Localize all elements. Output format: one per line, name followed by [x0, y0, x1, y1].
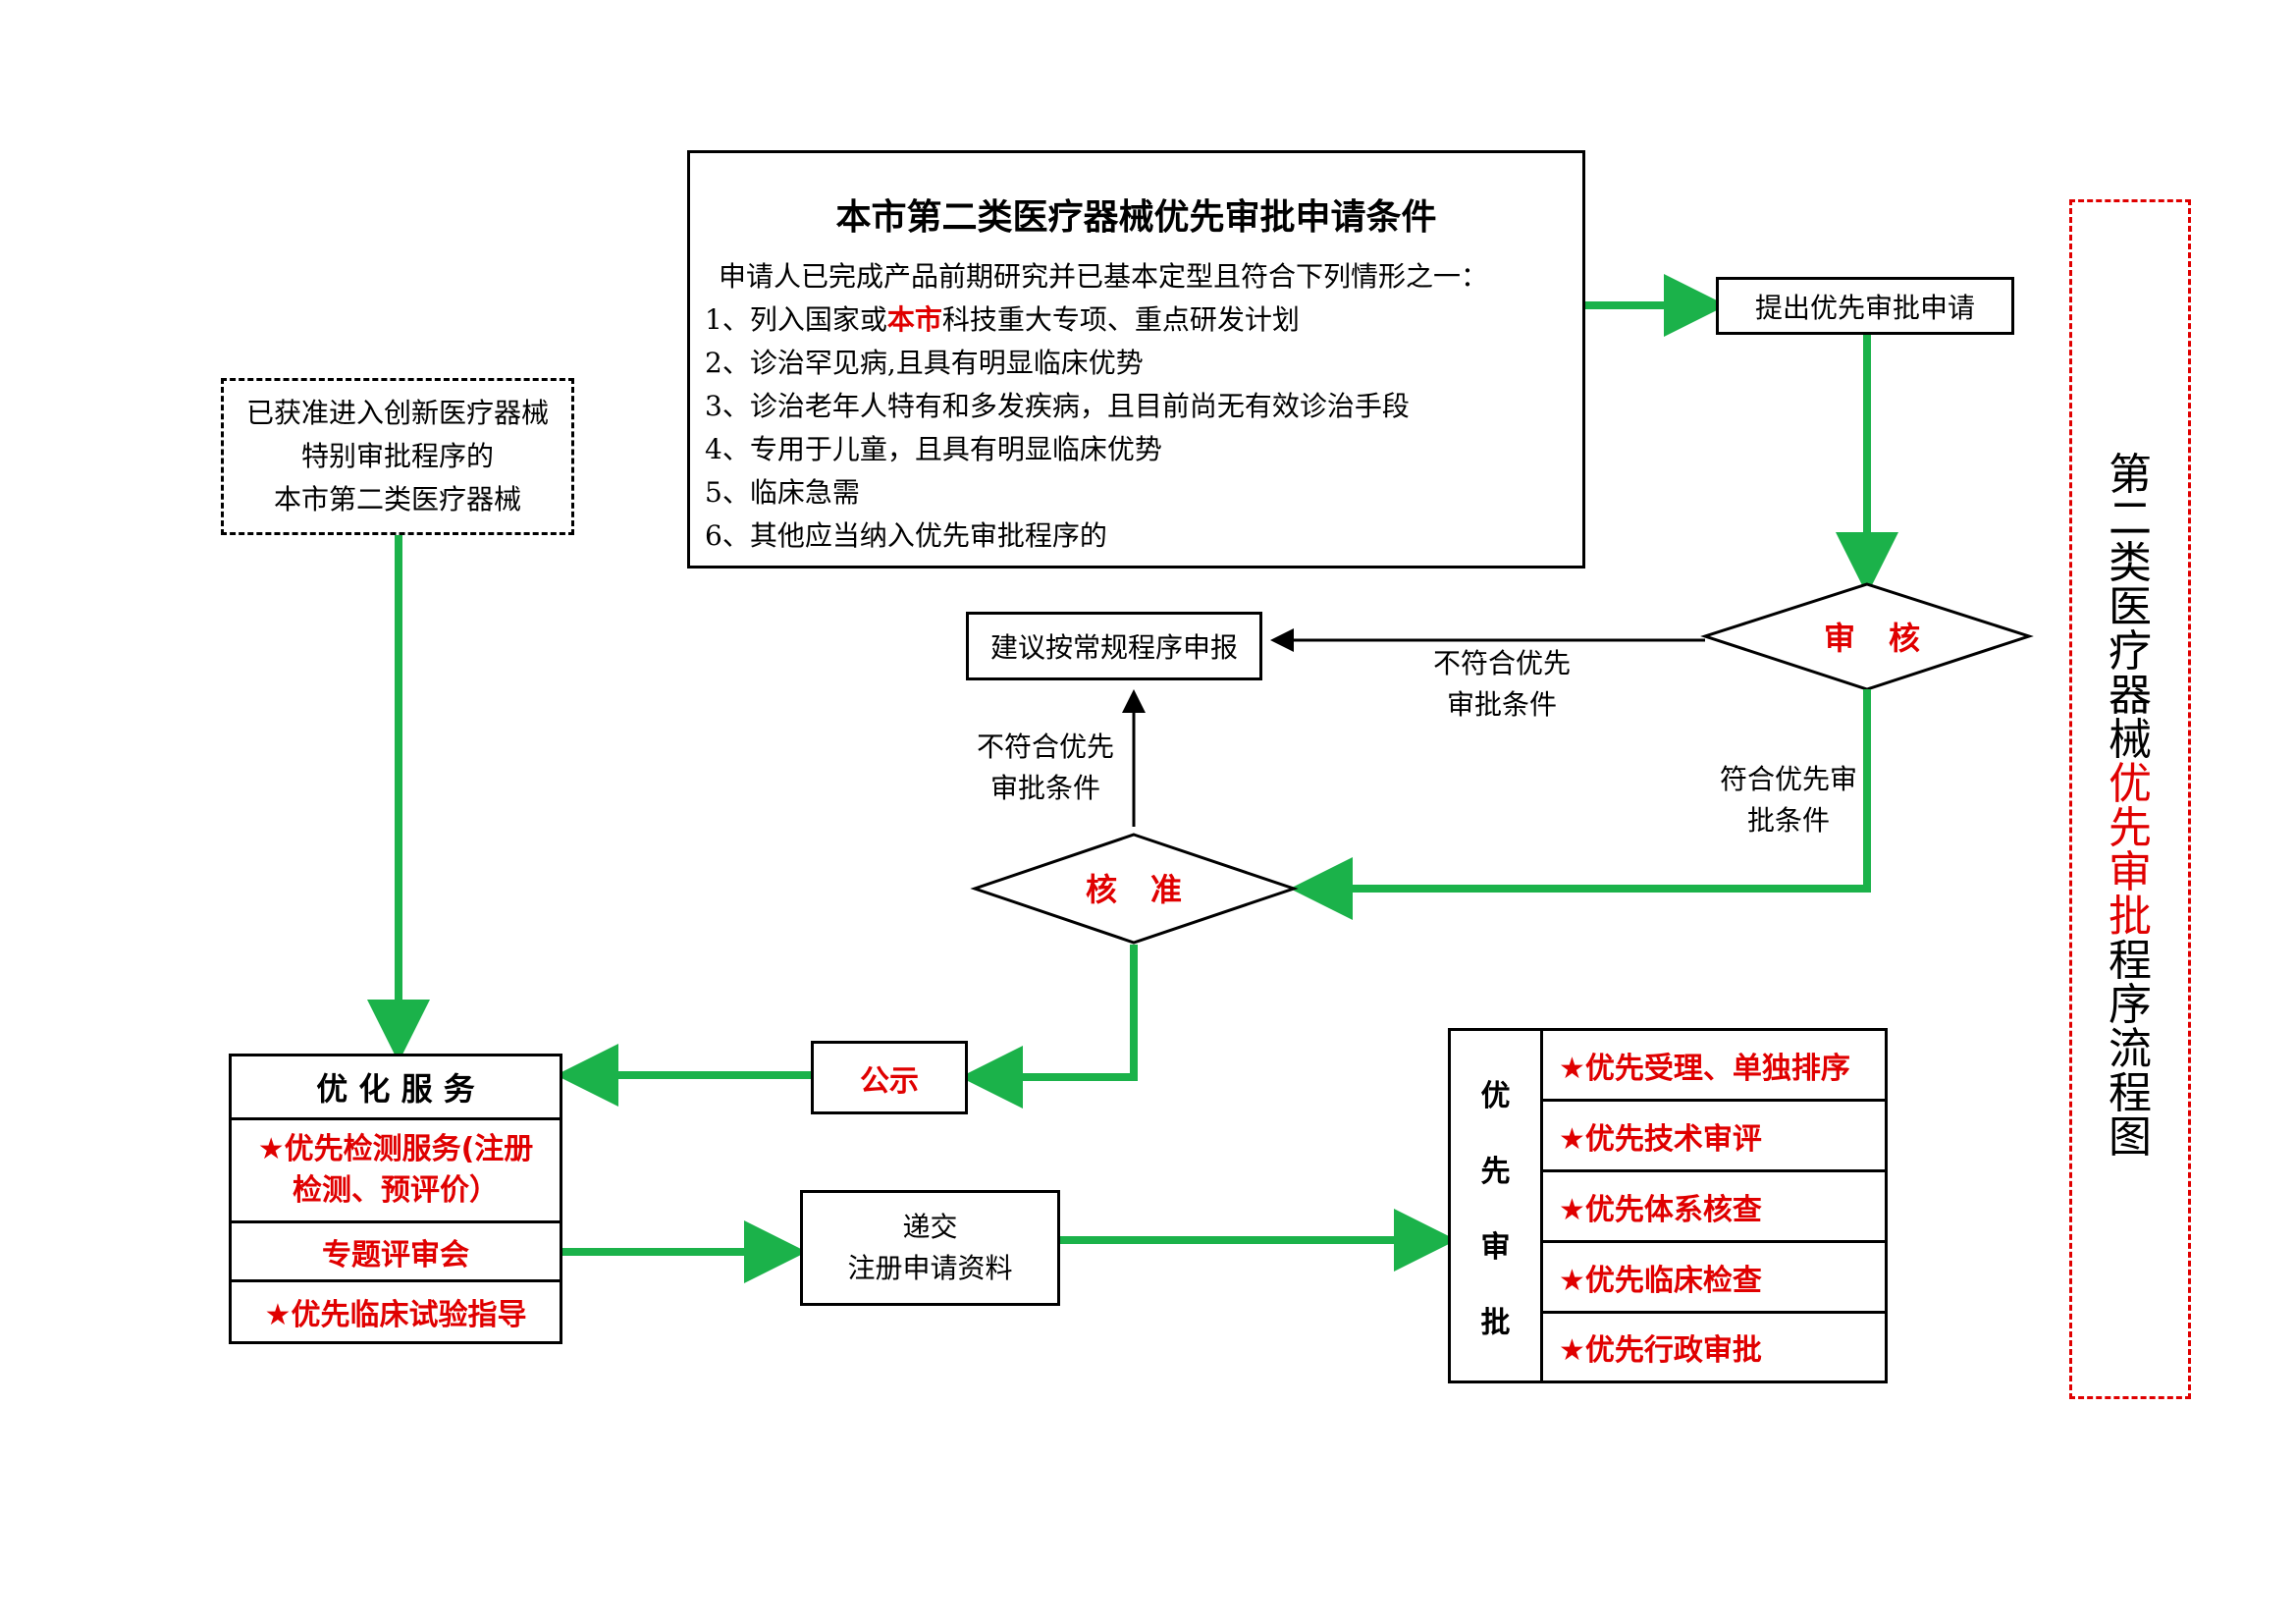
- side-title-char-highlight: 先: [2109, 803, 2152, 853]
- optimized-service-panel: 优 化 服 务 ★优先检测服务(注册 检测、预评价） 专题评审会 ★优先临床试验…: [229, 1054, 562, 1344]
- side-title-char: 第: [2109, 450, 2152, 500]
- approve-diamond: [970, 833, 1299, 945]
- approve-label: 核准: [1085, 871, 1215, 908]
- side-title-char: 医: [2109, 582, 2152, 632]
- side-title-char: 类: [2109, 538, 2152, 588]
- meet-label-line2: 批条件: [1746, 804, 1830, 837]
- service-item-clinical-guidance: ★优先临床试验指导: [264, 1298, 527, 1332]
- criteria-intro: 申请人已完成产品前期研究并已基本定型且符合下列情形之一：: [719, 260, 1489, 293]
- innovation-box: 已获准进入创新医疗器械 特别审批程序的 本市第二类医疗器械: [221, 378, 574, 535]
- service-header: 优 化 服 务: [232, 1056, 560, 1120]
- service-item-testing-line2: 检测、预评价）: [293, 1173, 499, 1208]
- priority-side-char: 优: [1480, 1078, 1511, 1113]
- side-title-char: 疗: [2109, 626, 2152, 677]
- side-title-char: 二: [2109, 494, 2152, 544]
- service-item-review-meeting: 专题评审会: [232, 1223, 560, 1282]
- side-title-char-highlight: 批: [2109, 892, 2152, 942]
- side-title-char: 程: [2109, 936, 2152, 986]
- innovation-line-1: 已获准进入创新医疗器械: [245, 397, 549, 429]
- arrow-approve-to-publicize: [960, 945, 1138, 1109]
- criteria-item-4: 4、专用于儿童，且具有明显临床优势: [705, 433, 1162, 465]
- priority-item-system-check: ★优先体系核查: [1543, 1172, 1885, 1243]
- side-title-char: 程: [2109, 1068, 2152, 1118]
- not-meet-label-review-line2: 审批条件: [1446, 688, 1557, 721]
- side-title-char: 序: [2109, 980, 2152, 1030]
- criteria-list: 申请人已完成产品前期研究并已基本定型且符合下列情形之一： 1、列入国家或本市科技…: [705, 255, 1488, 558]
- not-meet-label-approve-line1: 不符合优先: [976, 731, 1114, 763]
- criteria-item-1: 1、列入国家或本市科技重大专项、重点研发计划: [705, 298, 1488, 342]
- criteria-box: 本市第二类医疗器械优先审批申请条件 申请人已完成产品前期研究并已基本定型且符合下…: [687, 150, 1585, 568]
- priority-item-acceptance: ★优先受理、单独排序: [1543, 1031, 1885, 1102]
- side-title-char: 器: [2109, 671, 2152, 721]
- criteria-item-2: 2、诊治罕见病,且具有明显临床优势: [705, 347, 1144, 379]
- submit-application-box: 提出优先审批申请: [1716, 277, 2014, 335]
- priority-item-technical-review: ★优先技术审评: [1543, 1102, 1885, 1172]
- not-meet-label-approve: 不符合优先 审批条件: [937, 727, 1153, 809]
- priority-review-panel: 优 先 审 批 ★优先受理、单独排序 ★优先技术审评 ★优先体系核查 ★优先临床…: [1448, 1028, 1888, 1383]
- meet-label-line1: 符合优先审: [1719, 763, 1857, 795]
- side-title: 第 二 类 医 疗 器 械 优 先 审 批 程 序 流 程 图: [2072, 453, 2188, 1160]
- not-meet-label-approve-line2: 审批条件: [989, 772, 1100, 804]
- review-label: 审核: [1823, 620, 1953, 657]
- priority-item-clinical-check: ★优先临床检查: [1543, 1243, 1885, 1314]
- criteria-item-1-pre: 1、列入国家或: [705, 303, 887, 336]
- priority-side-char: 审: [1480, 1229, 1511, 1265]
- criteria-item-1-highlight: 本市: [886, 303, 942, 336]
- service-item-testing-line1: ★优先检测服务(注册: [257, 1132, 534, 1166]
- publicize-box: 公示: [811, 1041, 968, 1114]
- side-title-char-highlight: 优: [2109, 759, 2152, 809]
- side-title-char: 械: [2109, 715, 2152, 765]
- priority-side-label: 优 先 审 批: [1451, 1031, 1543, 1380]
- criteria-item-6: 6、其他应当纳入优先审批程序的: [705, 519, 1107, 552]
- innovation-line-3: 本市第二类医疗器械: [273, 483, 521, 515]
- priority-item-administrative-approval: ★优先行政审批: [1559, 1333, 1762, 1368]
- arrow-review-to-approve: [1290, 689, 1871, 920]
- priority-side-char: 先: [1480, 1154, 1511, 1189]
- service-item-testing: ★优先检测服务(注册 检测、预评价）: [232, 1120, 560, 1223]
- not-meet-label-review-line1: 不符合优先: [1432, 647, 1571, 679]
- side-title-char-highlight: 审: [2109, 847, 2152, 897]
- side-title-frame: 第 二 类 医 疗 器 械 优 先 审 批 程 序 流 程 图: [2069, 199, 2191, 1399]
- side-title-char: 流: [2109, 1024, 2152, 1074]
- criteria-item-1-post: 科技重大专项、重点研发计划: [941, 303, 1300, 336]
- priority-list: ★优先受理、单独排序 ★优先技术审评 ★优先体系核查 ★优先临床检查 ★优先行政…: [1543, 1031, 1885, 1380]
- criteria-item-5: 5、临床急需: [705, 476, 860, 509]
- criteria-item-3: 3、诊治老年人特有和多发疾病，且目前尚无有效诊治手段: [705, 390, 1410, 422]
- deliver-application-box: 递交 注册申请资料: [800, 1190, 1060, 1306]
- criteria-title: 本市第二类医疗器械优先审批申请条件: [835, 197, 1437, 238]
- side-title-char: 图: [2109, 1112, 2152, 1163]
- deliver-line-1: 递交: [902, 1211, 958, 1243]
- priority-side-char: 批: [1480, 1305, 1511, 1340]
- meet-label: 符合优先审 批条件: [1681, 759, 1896, 841]
- innovation-line-2: 特别审批程序的: [300, 440, 494, 472]
- deliver-line-2: 注册申请资料: [847, 1252, 1013, 1284]
- suggest-regular-box: 建议按常规程序申报: [966, 612, 1262, 680]
- not-meet-label-review: 不符合优先 审批条件: [1394, 643, 1610, 726]
